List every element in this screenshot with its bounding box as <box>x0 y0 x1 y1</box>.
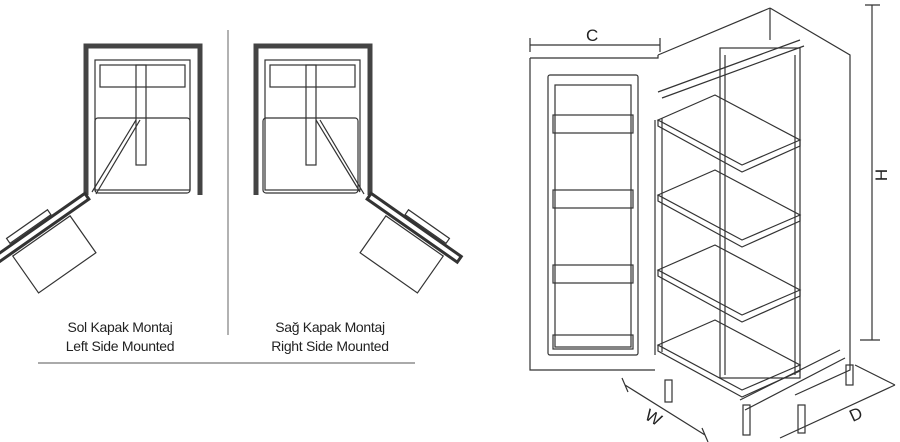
left-view-subtitle: Left Side Mounted <box>65 338 175 354</box>
right-view-caption: Sağ Kapak Montaj Right Side Mounted <box>255 318 405 356</box>
right-view-subtitle: Right Side Mounted <box>271 338 389 354</box>
shelf <box>656 319 802 398</box>
left-view-title: Sol Kapak Montaj <box>67 319 173 335</box>
shelf <box>656 94 802 173</box>
dimension-h <box>860 4 880 341</box>
left-view-caption: Sol Kapak Montaj Left Side Mounted <box>45 318 195 356</box>
dimension-w <box>621 377 709 442</box>
shelf <box>656 169 802 248</box>
shelf <box>656 244 802 323</box>
dimension-c <box>529 38 661 52</box>
dimension-h-label: H <box>872 168 892 182</box>
cabinet-perspective <box>529 4 896 442</box>
right-mounted-plan <box>253 43 464 294</box>
dimension-c-label: C <box>586 26 599 45</box>
right-view-title: Sağ Kapak Montaj <box>275 319 385 335</box>
dimension-d <box>779 364 896 439</box>
left-mounted-plan <box>0 43 203 294</box>
